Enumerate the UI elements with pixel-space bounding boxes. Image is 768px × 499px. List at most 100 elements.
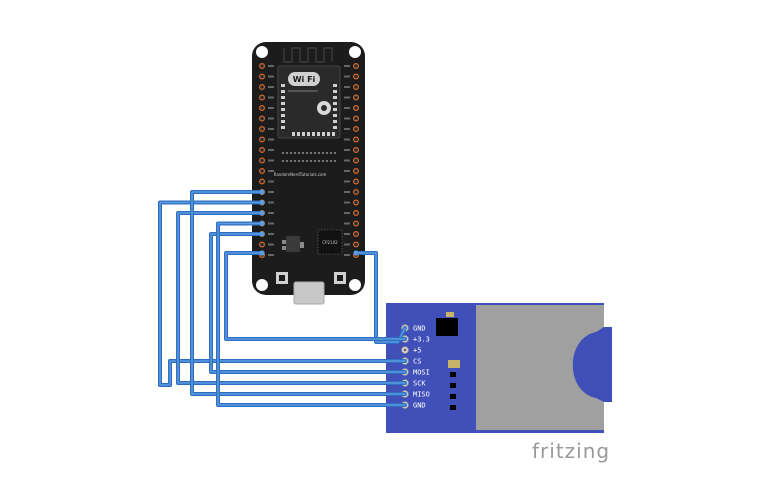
pin-silk: [344, 86, 350, 88]
silk-dot: [326, 152, 328, 154]
module-pad: [333, 126, 337, 129]
silk-dot: [310, 160, 312, 162]
pin-silk: [268, 107, 274, 109]
header-pin-left: [259, 178, 266, 185]
header-pin-left: [259, 62, 266, 69]
pin-silk: [268, 149, 274, 151]
header-pin-right: [353, 210, 360, 217]
sd-pin-label: MOSI: [413, 369, 430, 377]
board-silkscreen: [282, 152, 336, 162]
wifi-logo: [288, 72, 320, 86]
mount-hole-tr: [349, 46, 361, 58]
module-pad: [312, 132, 315, 136]
silk-dot: [318, 152, 320, 154]
header-pin-right: [353, 94, 360, 101]
header-pin-right: [353, 73, 360, 80]
module-pads: [281, 84, 337, 136]
pin-silk: [344, 117, 350, 120]
wire-end: [259, 189, 265, 195]
silk-dot: [294, 160, 296, 162]
header-pin-left: [259, 241, 266, 248]
module-pad: [281, 102, 285, 105]
pin-silk: [344, 191, 350, 193]
chip-label: CP2102: [322, 240, 338, 245]
silk-dot: [298, 160, 300, 162]
module-marking: [288, 90, 318, 92]
header-pin-right: [353, 189, 360, 196]
header-pin-right: [353, 136, 360, 143]
pin-silk: [268, 65, 274, 67]
silk-dot: [330, 152, 332, 154]
wire-end: [259, 250, 265, 256]
silk-dot: [286, 160, 288, 162]
wires: [158, 189, 407, 407]
mount-hole-br: [349, 279, 361, 291]
pin-silk: [344, 170, 350, 172]
header-pin-left: [259, 83, 266, 90]
silk-dot: [294, 152, 296, 154]
pin-silk: [268, 180, 274, 183]
module-pad: [333, 108, 337, 111]
slot-cutout: [572, 332, 596, 398]
pin-silk: [344, 96, 350, 99]
wire-highlight: [191, 191, 406, 395]
header-pin-left: [259, 168, 266, 175]
sd-pin-label: SCK: [413, 380, 426, 388]
module-pad: [333, 96, 337, 99]
module-pad: [302, 132, 305, 136]
silk-dot: [322, 160, 324, 162]
module-pad: [292, 132, 295, 136]
pin-silk: [344, 243, 350, 246]
module-pad: [317, 132, 320, 136]
module-pad: [297, 132, 300, 136]
wifi-logo-text: Wi Fi: [293, 75, 316, 84]
silk-dot: [330, 160, 332, 162]
module-pad: [281, 108, 285, 111]
wire-end: [259, 220, 265, 227]
pin-silk: [268, 191, 274, 193]
pin-silk: [344, 201, 350, 204]
pin-silk: [344, 212, 350, 214]
header-pin-right: [353, 83, 360, 90]
header-pin-left: [259, 157, 266, 164]
header-pin-left: [259, 125, 266, 132]
header-pin-left: [259, 115, 266, 122]
wire-end: [259, 210, 265, 216]
sd-pin-label: +5: [413, 347, 421, 355]
watermark: RandomNerdTutorials.com: [274, 172, 327, 177]
header-pin-right: [353, 220, 360, 227]
wire-highlight: [217, 222, 406, 406]
pin-silk: [268, 75, 274, 78]
pin-silk: [268, 138, 274, 141]
silk-dot: [298, 152, 300, 154]
mount-hole-tl: [256, 46, 268, 58]
silk-dot: [334, 160, 336, 162]
wire-end: [259, 199, 265, 206]
mount-hole-bl: [256, 279, 268, 291]
silk-dot: [290, 160, 292, 162]
header-pin-right: [353, 157, 360, 164]
pin-silk: [268, 170, 274, 172]
micro-usb-port: [293, 281, 325, 305]
voltage-regulator: [286, 236, 300, 252]
sd-pin-label: CS: [413, 358, 421, 366]
module-pad: [281, 90, 285, 93]
header-pin-right: [353, 231, 360, 238]
header-pin-right: [353, 178, 360, 185]
module-pad: [281, 126, 285, 129]
header-pin-right: [353, 115, 360, 122]
silk-dot: [326, 160, 328, 162]
silk-dot: [282, 160, 284, 162]
pin-silk: [344, 149, 350, 151]
sd-pin-label: GND: [413, 402, 426, 410]
silk-dot: [314, 160, 316, 162]
pin-silk: [344, 159, 350, 162]
pin-silk: [268, 222, 274, 225]
wire-end: [259, 231, 265, 237]
pin-silk: [268, 159, 274, 162]
sd-card-slot: [476, 305, 604, 430]
wire-highlight: [225, 252, 406, 340]
sd-pin-label: +3.3: [413, 336, 430, 344]
module-pad: [281, 114, 285, 117]
